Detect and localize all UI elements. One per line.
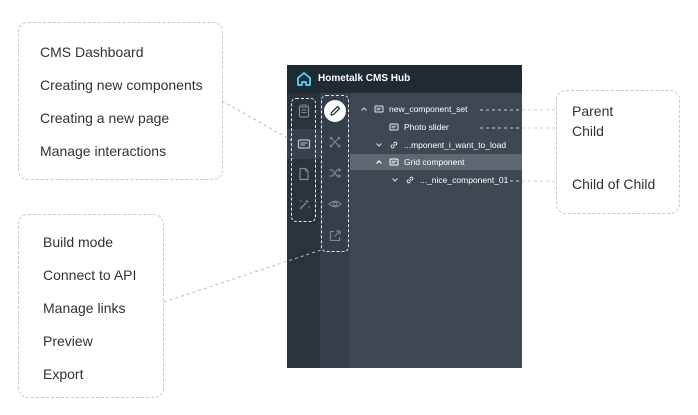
tree-row-label: Photo slider — [404, 122, 449, 132]
leader-top-left — [221, 100, 292, 141]
magic-wand-icon[interactable] — [297, 198, 311, 212]
eye-icon[interactable] — [328, 197, 342, 211]
build-mode-button[interactable] — [324, 100, 346, 122]
external-link-icon[interactable] — [328, 229, 342, 243]
chevron-up-icon[interactable] — [375, 158, 383, 166]
secondary-rail-highlight — [321, 95, 349, 252]
primary-rail-highlight — [291, 98, 316, 222]
tree-row-grid-component[interactable]: Grid component — [350, 154, 522, 170]
callout-label-manage-links: Manage links — [43, 300, 126, 316]
chevron-down-icon[interactable] — [391, 176, 399, 184]
build-tools-callout: Build mode Connect to API Manage links P… — [18, 214, 164, 398]
callout-label-creating-components: Creating new components — [40, 77, 203, 93]
clipboard-icon[interactable] — [297, 104, 311, 118]
page-icon[interactable] — [297, 167, 311, 181]
chevron-up-icon[interactable] — [360, 105, 368, 113]
app-title: Hometalk CMS Hub — [318, 73, 411, 84]
callout-label-parent: Parent — [572, 103, 614, 119]
tree-row-child[interactable]: Photo slider — [350, 119, 522, 135]
callout-label-cms-dashboard: CMS Dashboard — [40, 44, 144, 60]
callout-label-child: Child — [572, 123, 604, 139]
callout-label-child-of-child: Child of Child — [572, 176, 656, 192]
tree-row-label: ...mponent_i_want_to_load — [404, 140, 507, 150]
hierarchy-callout: Parent Child Child of Child — [556, 90, 680, 214]
secondary-nav-rail — [320, 93, 350, 368]
component-card-icon[interactable] — [297, 137, 311, 151]
callout-label-build-mode: Build mode — [43, 234, 114, 250]
shuffle-icon[interactable] — [328, 166, 342, 180]
tree-row-linked-component[interactable]: ...mponent_i_want_to_load — [350, 137, 522, 153]
cms-app-panel: Hometalk CMS Hub — [287, 65, 522, 368]
chevron-down-icon[interactable] — [375, 141, 383, 149]
tree-row-label: ..._nice_component_01 — [420, 175, 509, 185]
component-card-icon — [389, 123, 399, 131]
component-card-icon — [374, 105, 384, 113]
callout-label-preview: Preview — [43, 333, 93, 349]
link-icon — [390, 141, 398, 149]
leader-bottom-left — [163, 249, 322, 303]
callout-label-export: Export — [43, 366, 84, 382]
tree-row-parent[interactable]: new_component_set — [350, 101, 522, 117]
link-icon — [406, 176, 414, 184]
tree-row-child-of-child[interactable]: ..._nice_component_01 — [350, 172, 522, 188]
callout-label-manage-interactions: Manage interactions — [40, 143, 167, 159]
primary-nav-active-bg — [287, 129, 320, 159]
tree-row-label: Grid component — [404, 157, 465, 167]
pencil-icon — [330, 105, 341, 116]
app-header: Hometalk CMS Hub — [287, 65, 522, 93]
home-logo-icon — [297, 72, 311, 86]
connect-icon[interactable] — [328, 135, 342, 149]
dashboard-modes-callout: CMS Dashboard Creating new components Cr… — [18, 22, 223, 180]
component-card-icon — [389, 158, 399, 166]
tree-row-label: new_component_set — [389, 104, 468, 114]
callout-label-creating-page: Creating a new page — [40, 110, 170, 126]
callout-label-connect-api: Connect to API — [43, 267, 137, 283]
